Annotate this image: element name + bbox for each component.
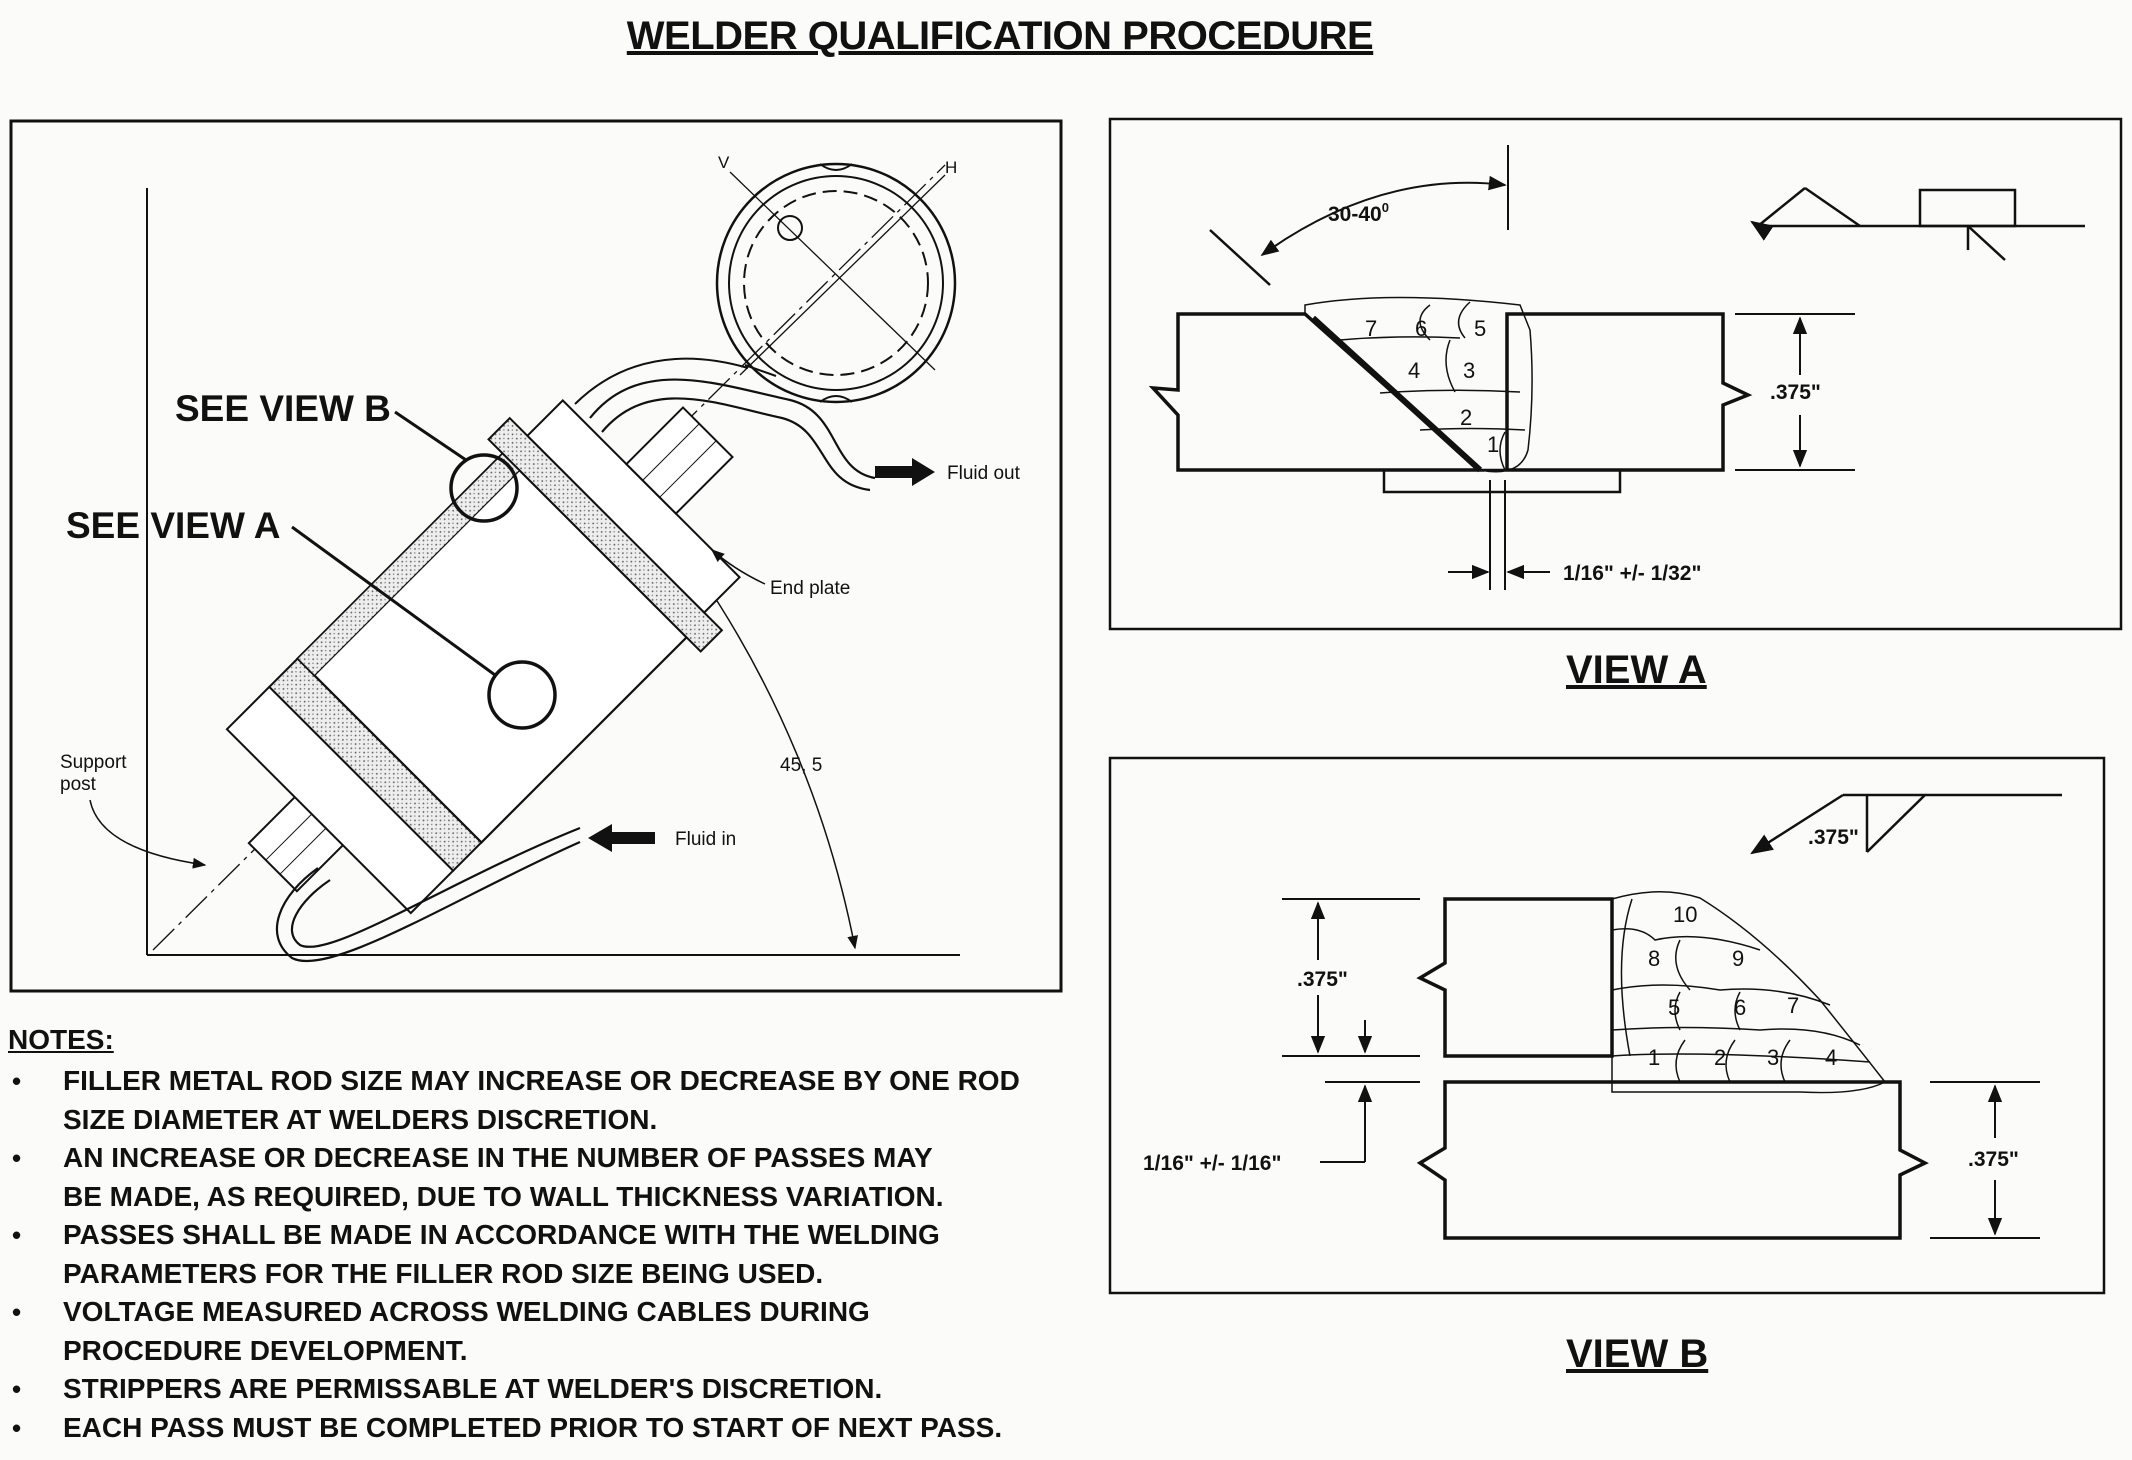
view-a-pass-6: 6 — [1415, 316, 1427, 341]
main-figure — [9, 119, 1063, 993]
view-b-pass-2: 2 — [1714, 1045, 1726, 1070]
view-a-figure — [1108, 117, 2123, 631]
view-b-pass-1: 1 — [1648, 1045, 1660, 1070]
support-post-label: Support post — [60, 752, 132, 795]
view-a-backing-strip — [1382, 468, 1622, 494]
view-b-upper-plate — [1416, 897, 1614, 1058]
view-a-angle-label: 30-400 — [1328, 200, 1389, 226]
see-view-b-leader — [394, 410, 467, 462]
view-a-pass-5: 5 — [1474, 316, 1486, 341]
view-a-right-plate — [1505, 312, 1753, 472]
view-a-pass-1: 1 — [1487, 432, 1499, 457]
fluid-in-arrow — [588, 824, 655, 852]
view-b-weld-size-label: .375" — [1808, 826, 1859, 849]
note-item: STRIPPERS ARE PERMISSABLE AT WELDER'S DI… — [8, 1370, 1108, 1409]
fluid-out-pipe — [589, 378, 876, 480]
view-a-frame — [1108, 117, 2123, 631]
see-view-b-label: SEE VIEW B — [175, 388, 391, 429]
note-item: AN INCREASE OR DECREASE IN THE NUMBER OF… — [8, 1139, 1108, 1216]
view-b-pass-3: 3 — [1767, 1045, 1779, 1070]
view-a-pass-numbers: 1 2 3 4 5 6 7 — [1365, 316, 1499, 457]
view-b-pass-10: 10 — [1673, 902, 1697, 927]
see-view-a-leader — [291, 525, 496, 677]
view-b-weld-symbol — [1750, 793, 2062, 855]
notes-list: FILLER METAL ROD SIZE MAY INCREASE OR DE… — [8, 1062, 1108, 1447]
note-item: EACH PASS MUST BE COMPLETED PRIOR TO STA… — [8, 1409, 1108, 1448]
view-a-label: VIEW A — [1566, 648, 1707, 692]
note-text: EACH PASS MUST BE COMPLETED PRIOR TO STA… — [63, 1411, 1003, 1443]
view-b-right-thickness-label: .375" — [1968, 1148, 2019, 1171]
note-text: AN INCREASE OR DECREASE IN THE NUMBER OF… — [63, 1142, 944, 1212]
notes-section: NOTES: FILLER METAL ROD SIZE MAY INCREAS… — [8, 1024, 1108, 1447]
view-a-pass-3: 3 — [1463, 358, 1475, 383]
view-b-pass-6: 6 — [1734, 995, 1746, 1020]
view-b-pass-9: 9 — [1732, 946, 1744, 971]
see-view-a-label: SEE VIEW A — [66, 505, 281, 546]
view-a-gap-label: 1/16" +/- 1/32" — [1563, 562, 1701, 585]
view-a-weld-symbol — [1750, 186, 2085, 261]
view-a-thickness-label: .375" — [1770, 381, 1821, 404]
view-a-weld-beads — [1304, 296, 1533, 473]
note-item: FILLER METAL ROD SIZE MAY INCREASE OR DE… — [8, 1062, 1108, 1139]
angle-arc — [699, 574, 858, 950]
page-title: WELDER QUALIFICATION PROCEDURE — [626, 14, 1374, 58]
note-text: FILLER METAL ROD SIZE MAY INCREASE OR DE… — [63, 1065, 1020, 1135]
see-view-a-circle — [487, 660, 557, 730]
view-b-left-thickness-label: .375" — [1297, 968, 1348, 991]
view-b-lower-plate — [1416, 1080, 1929, 1240]
fluid-in-pipe — [290, 826, 581, 948]
view-a-pass-2: 2 — [1460, 405, 1472, 430]
view-b-pass-7: 7 — [1787, 993, 1799, 1018]
pipe-section-gauge — [715, 162, 957, 404]
note-text: STRIPPERS ARE PERMISSABLE AT WELDER'S DI… — [63, 1373, 883, 1404]
note-item: VOLTAGE MEASURED ACROSS WELDING CABLES D… — [8, 1293, 1108, 1370]
fluid-out-label: Fluid out — [947, 463, 1021, 484]
view-a-pass-7: 7 — [1365, 316, 1377, 341]
view-b-frame — [1108, 756, 2106, 1295]
view-a-pass-4: 4 — [1408, 358, 1420, 383]
axis-v-label: V — [718, 153, 730, 172]
end-plate-label: End plate — [770, 578, 850, 599]
axis-h-label: H — [945, 158, 957, 177]
support-post-line-2: post — [60, 774, 97, 795]
view-b-gap-label: 1/16" +/- 1/16" — [1143, 1152, 1281, 1175]
support-post-leader — [89, 799, 207, 869]
view-b-pass-numbers: 1 2 3 4 5 6 7 8 9 10 — [1648, 902, 1837, 1070]
view-b-pass-5: 5 — [1668, 995, 1680, 1020]
end-plate-leader — [710, 549, 766, 585]
pipe-assembly — [225, 399, 741, 915]
main-figure-frame — [9, 119, 1063, 993]
fluid-out-arrow — [875, 458, 935, 486]
support-post-line-1: Support — [60, 752, 127, 773]
note-text: PASSES SHALL BE MADE IN ACCORDANCE WITH … — [63, 1219, 940, 1289]
view-b-label: VIEW B — [1566, 1332, 1709, 1376]
angle-label: 45, 5 — [780, 755, 822, 776]
fluid-in-label: Fluid in — [675, 829, 736, 850]
view-b-pass-4: 4 — [1825, 1045, 1837, 1070]
view-b-figure — [1108, 756, 2106, 1295]
note-item: PASSES SHALL BE MADE IN ACCORDANCE WITH … — [8, 1216, 1108, 1293]
see-view-b-circle — [449, 453, 519, 523]
notes-heading: NOTES: — [8, 1024, 114, 1055]
view-b-pass-8: 8 — [1648, 946, 1660, 971]
note-text: VOLTAGE MEASURED ACROSS WELDING CABLES D… — [63, 1296, 870, 1366]
view-b-weld-beads — [1611, 891, 1887, 1094]
